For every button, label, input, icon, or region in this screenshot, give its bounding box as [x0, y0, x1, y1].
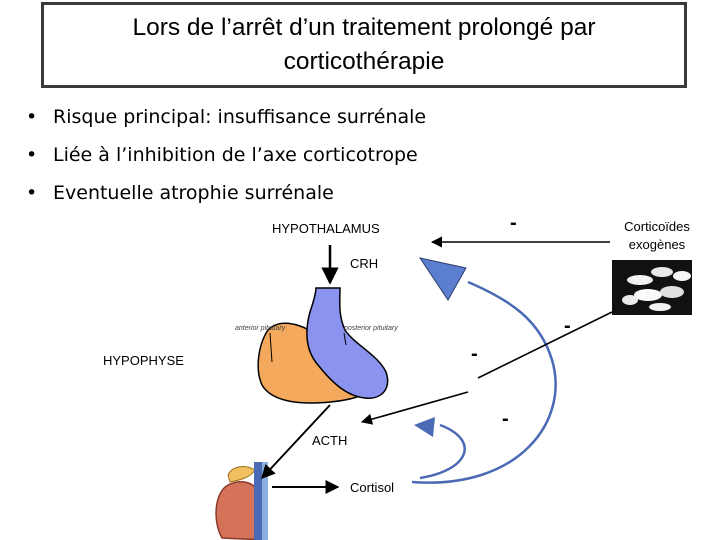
corticoides-line-1: Corticoïdes [624, 219, 690, 234]
inhibition-sign-acth: - [502, 408, 509, 430]
cortisol-feedback-loop-inner [419, 423, 466, 480]
posterior-pituitary-label: posterior pituitary [344, 325, 398, 332]
acth-down-arrow [261, 404, 331, 480]
cortisol-feedback-loop-outer [411, 280, 557, 484]
inhibition-sign-pituitary: - [471, 343, 478, 365]
title-box: Lors de l’arrêt d’un traitement prolongé… [41, 2, 687, 88]
bullet-item: • Risque principal: insuffisance surrénal… [26, 98, 426, 136]
bullet-dot-icon: • [26, 106, 38, 128]
bullet-item: • Eventuelle atrophie surrénale [26, 174, 426, 212]
pills-image [612, 260, 692, 315]
inhibition-sign-exogenous: - [564, 315, 571, 337]
cortisol-label: Cortisol [350, 480, 395, 495]
slide-title: Lors de l’arrêt d’un traitement prolongé… [132, 11, 595, 79]
crh-label: CRH [350, 256, 379, 271]
bullet-item: • Liée à l’inhibition de l’axe corticotro… [26, 136, 426, 174]
title-line-1: Lors de l’arrêt d’un traitement prolongé… [132, 14, 596, 41]
corticoides-line-2: exogènes [628, 237, 686, 252]
feedback-arrowhead-large [418, 257, 467, 301]
title-line-2: corticothérapie [283, 48, 445, 75]
hypophyse-to-acth-line [360, 391, 469, 425]
hypophyse-label: HYPOPHYSE [103, 353, 184, 368]
bullet-text: Risque principal: insuffisance surrénale [53, 106, 427, 128]
kidney-adrenal-illustration [215, 462, 268, 540]
bullet-dot-icon: • [26, 182, 38, 204]
pituitary-gland [257, 287, 389, 404]
posterior-pituitary-lobe [306, 287, 389, 399]
bullet-text: Eventuelle atrophie surrénale [53, 182, 334, 204]
feedback-arrowhead-small [414, 417, 435, 437]
bullet-dot-icon: • [26, 144, 38, 166]
exogenous-corticoids-label: Corticoïdes exogènes [602, 218, 712, 254]
exogenous-to-pituitary-line [477, 311, 613, 379]
hypothalamus-label: HYPOTHALAMUS [272, 221, 380, 236]
inhibition-sign-hypothalamus: - [510, 212, 517, 234]
bullet-list: • Risque principal: insuffisance surrénal… [26, 98, 426, 212]
anterior-pituitary-label: anterior pituitary [235, 325, 286, 332]
bullet-text: Liée à l’inhibition de l’axe corticotrop… [53, 144, 418, 166]
acth-label: ACTH [312, 433, 348, 448]
